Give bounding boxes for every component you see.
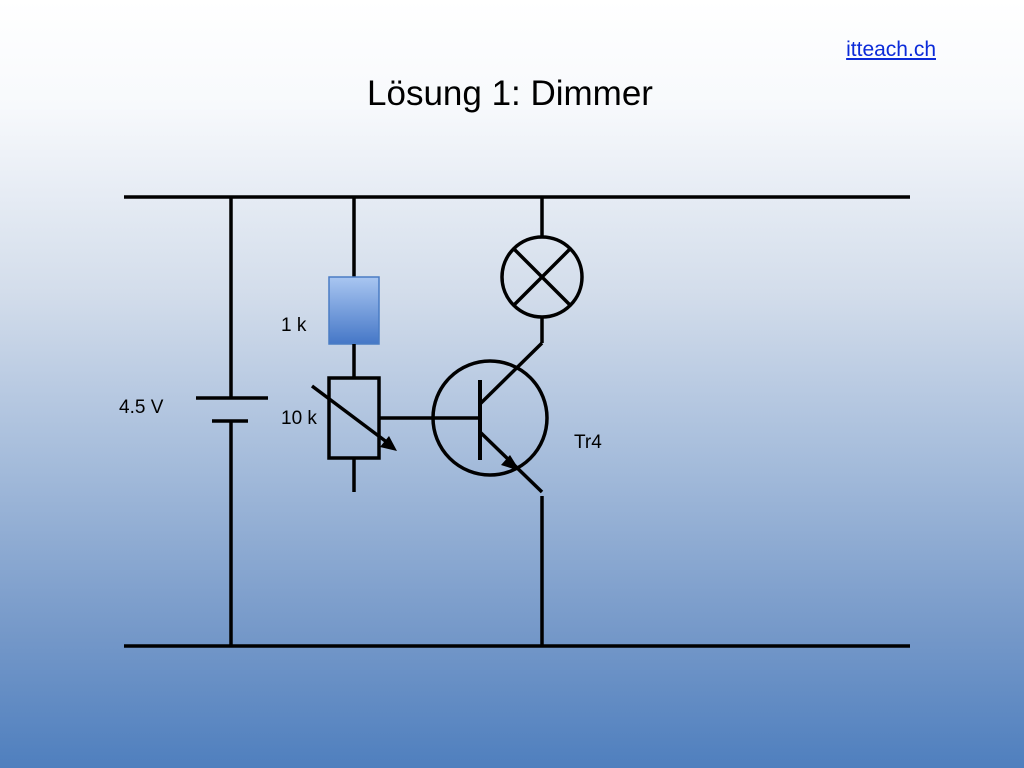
resistor-1k [328,276,380,345]
site-link[interactable]: itteach.ch [846,38,936,61]
transistor-collector [478,341,544,406]
transistor-emitter-arrowhead [501,455,520,471]
transistor-body [431,359,549,477]
resistor-label: 1 k [281,315,307,336]
potentiometer-arrow [310,384,394,448]
transistor-label: Tr4 [574,432,602,453]
battery-label: 4.5 V [119,397,164,418]
slide-title: Lösung 1: Dimmer [367,74,653,113]
potentiometer-arrowhead [380,436,397,451]
potentiometer-label: 10 k [281,408,317,429]
lamp-cross-b [512,247,572,307]
